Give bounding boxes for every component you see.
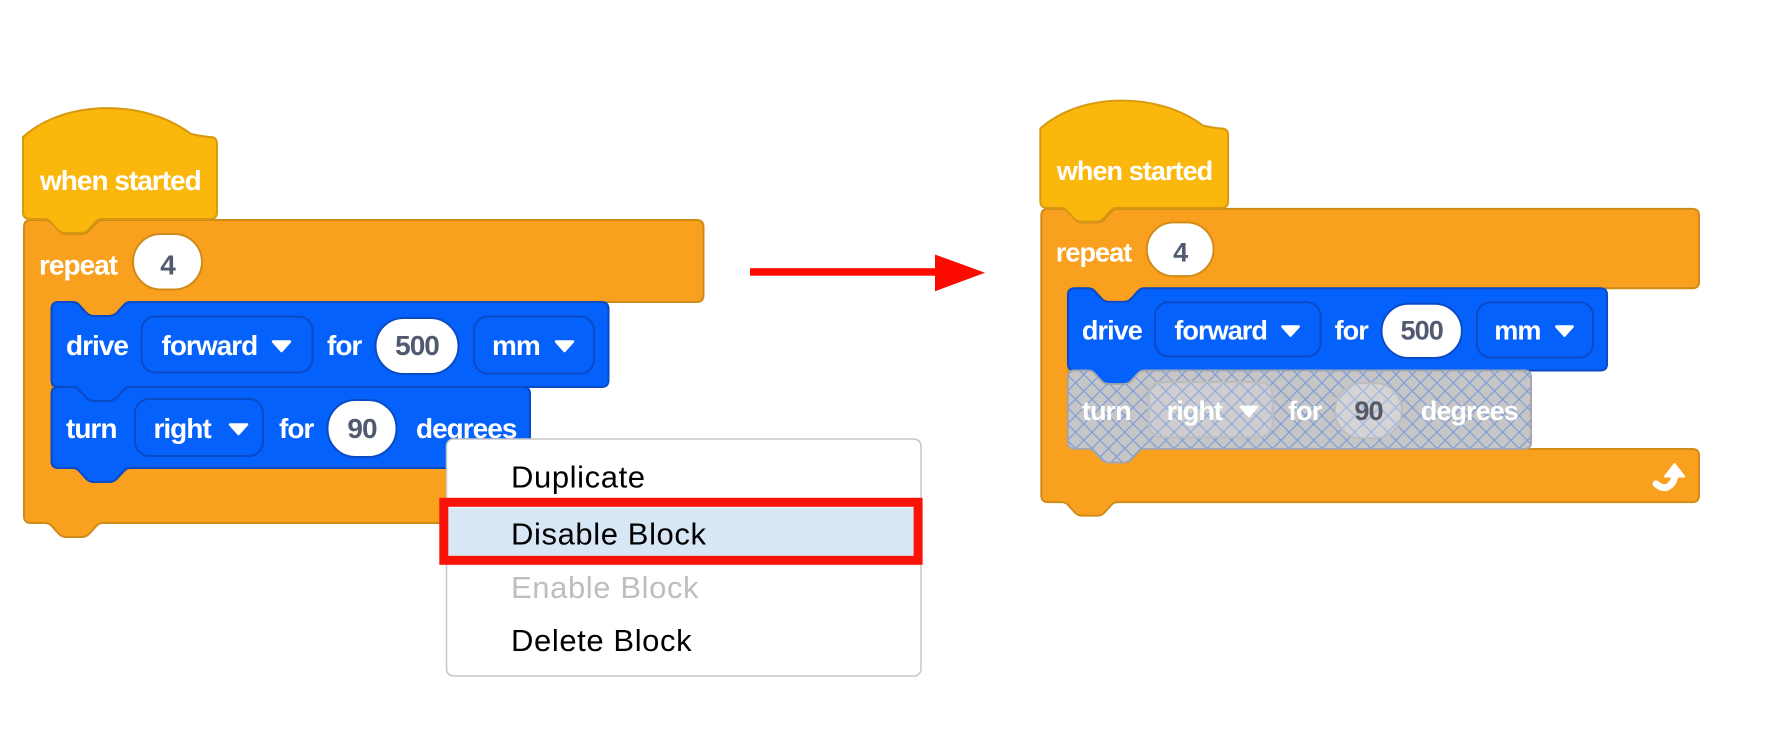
svg-text:turn: turn: [1082, 395, 1131, 426]
svg-text:Enable Block: Enable Block: [511, 570, 699, 605]
svg-text:for: for: [1335, 315, 1370, 346]
svg-text:forward: forward: [162, 330, 258, 361]
svg-text:when started: when started: [1056, 155, 1213, 186]
svg-text:repeat: repeat: [39, 250, 118, 281]
svg-text:Disable Block: Disable Block: [511, 517, 707, 552]
svg-text:90: 90: [1354, 395, 1382, 426]
svg-text:for: for: [1288, 395, 1323, 426]
svg-text:mm: mm: [1494, 315, 1540, 346]
svg-text:Duplicate: Duplicate: [511, 460, 646, 495]
svg-text:500: 500: [1401, 315, 1443, 346]
svg-text:when started: when started: [39, 165, 201, 196]
svg-text:degrees: degrees: [1421, 395, 1518, 426]
svg-text:repeat: repeat: [1056, 237, 1132, 268]
svg-text:for: for: [279, 413, 314, 444]
svg-text:500: 500: [395, 330, 439, 361]
svg-text:4: 4: [1173, 237, 1188, 268]
svg-text:drive: drive: [66, 330, 128, 361]
svg-text:forward: forward: [1174, 315, 1267, 346]
svg-text:for: for: [327, 330, 362, 361]
svg-text:right: right: [1167, 395, 1223, 426]
svg-text:4: 4: [160, 250, 176, 281]
svg-text:Delete Block: Delete Block: [511, 623, 692, 658]
svg-text:right: right: [154, 413, 212, 444]
svg-text:mm: mm: [492, 330, 540, 361]
svg-text:90: 90: [347, 413, 377, 444]
svg-text:drive: drive: [1082, 315, 1143, 346]
svg-text:turn: turn: [66, 413, 116, 444]
